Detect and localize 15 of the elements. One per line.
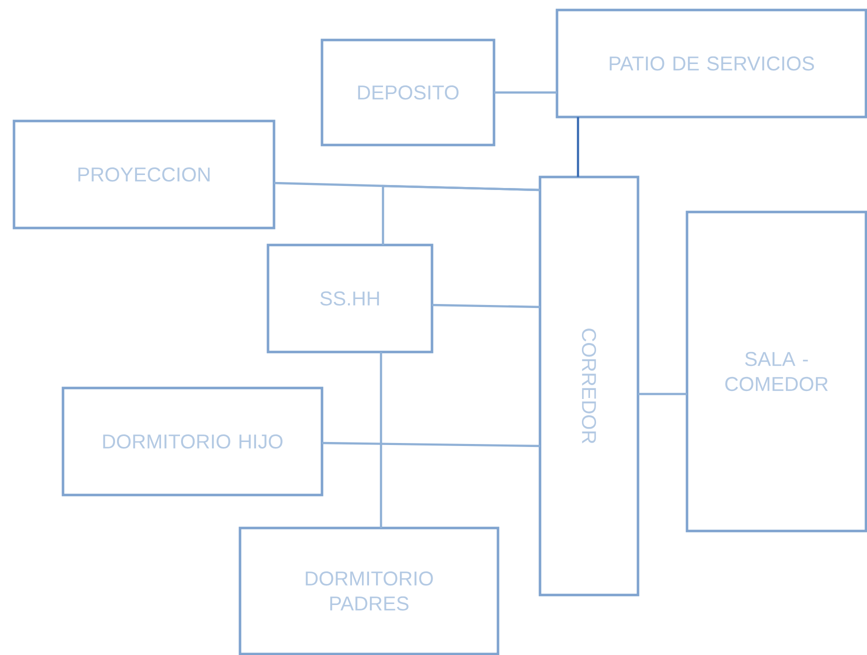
- connector-line: [322, 442, 540, 448]
- connector-line: [432, 304, 540, 308]
- connector-line: [576, 117, 580, 177]
- connector-line: [494, 91, 557, 94]
- room-box: DORMITORIO PADRES: [238, 526, 500, 655]
- room-box: PATIO DE SERVICIOS: [556, 8, 867, 118]
- room-box: PROYECCION: [12, 120, 276, 230]
- room-box: CORREDOR: [538, 176, 640, 596]
- connector-line: [380, 352, 382, 528]
- room-box: SS.HH: [266, 244, 434, 354]
- connector-line: [638, 392, 687, 396]
- room-box: DEPOSITO: [320, 38, 496, 146]
- room-box: SALA - COMEDOR: [686, 210, 867, 532]
- connector-line: [382, 184, 540, 245]
- room-box: DORMITORIO HIJO: [62, 386, 324, 496]
